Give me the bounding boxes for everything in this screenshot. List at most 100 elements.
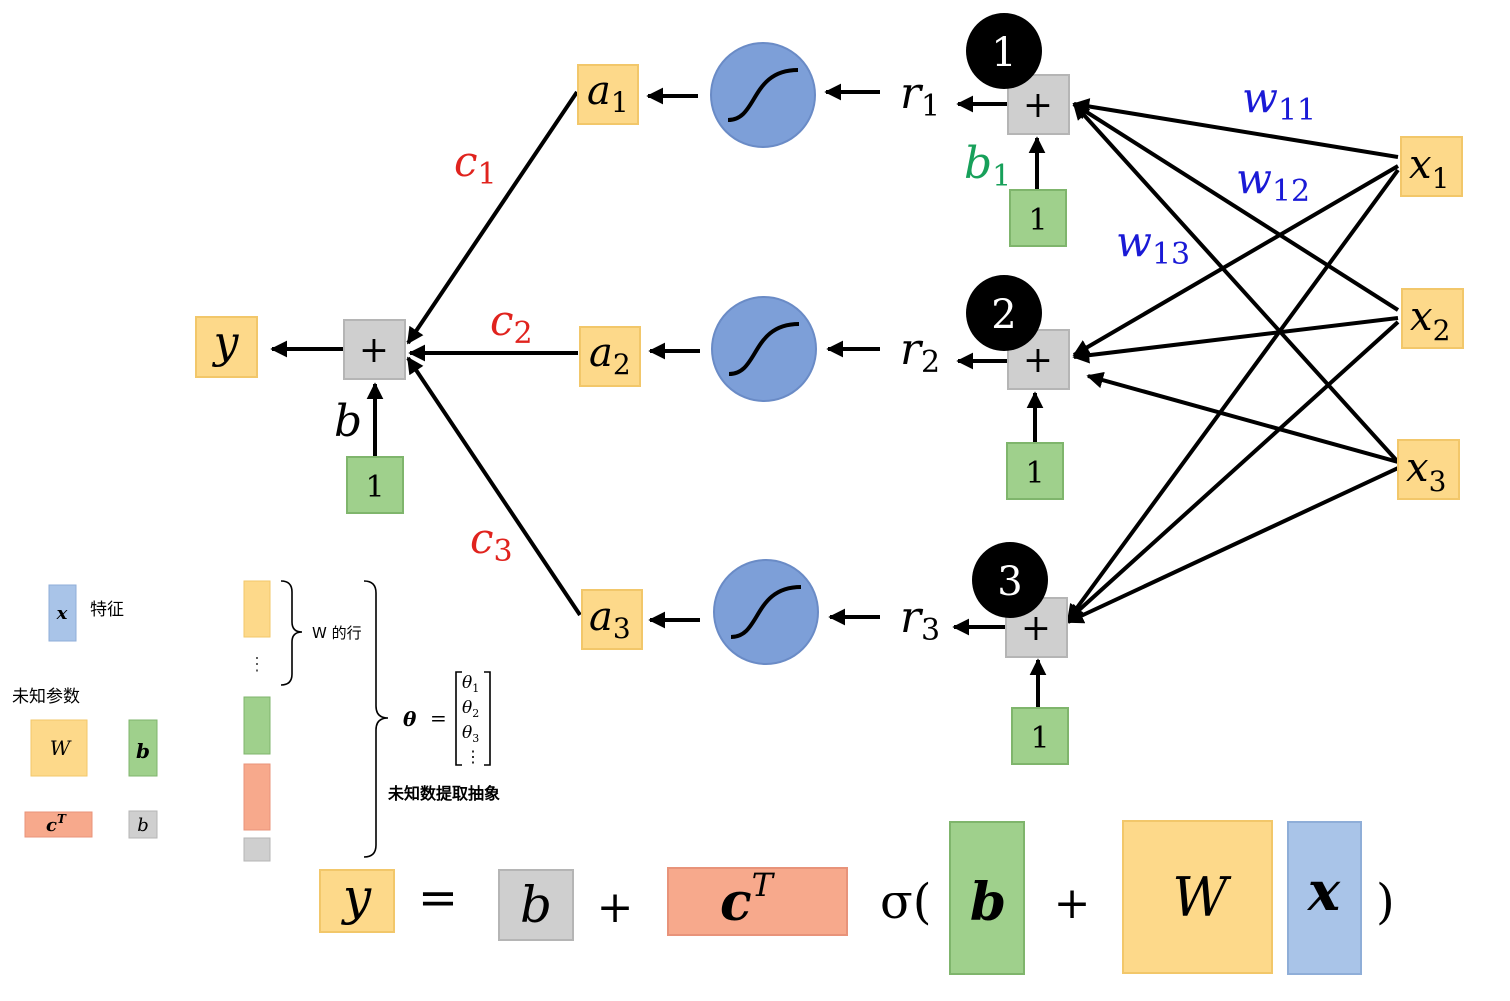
svg-text:x1: x1 (1409, 142, 1449, 195)
c-label-3: c3 (470, 514, 513, 569)
bias-input-3: 1 (1011, 707, 1069, 765)
output-sum-node: + (343, 319, 406, 380)
eq-equals: = (418, 870, 458, 926)
weight-label-w13: w13 (1116, 217, 1190, 272)
edge-x2-sum3 (1066, 320, 1400, 622)
legend-W-symbol: W (50, 736, 72, 760)
svg-text:+: + (1023, 340, 1053, 381)
eq-sigma: σ( (880, 874, 932, 930)
svg-text:3: 3 (997, 559, 1022, 605)
svg-text:+: + (359, 330, 389, 371)
eq-b: b (520, 876, 552, 934)
eq-plus-2: + (1054, 878, 1091, 929)
eq-b-vec: b (970, 872, 1006, 933)
theta-vector-bracket-left (455, 671, 462, 766)
eq-plus-1: + (597, 882, 634, 933)
forward-arrows (270, 83, 1047, 708)
output-bias-label: b (334, 396, 362, 447)
r-label-3: r3 (900, 592, 940, 648)
legend-W-swatch (30, 719, 88, 777)
r-label-1: r1 (900, 68, 940, 124)
matrix-equation: y = b + cT σ( b + W x ) (319, 820, 1395, 975)
eq-W: W (1172, 866, 1232, 929)
theta-vector-1: θ1 (462, 673, 479, 695)
svg-text:a2: a2 (589, 330, 631, 381)
eq-b-vec-box (949, 821, 1025, 975)
eq-close-paren: ) (1376, 874, 1395, 930)
eq-x-box (1287, 821, 1362, 975)
weight-label-w11: w11 (1242, 73, 1316, 128)
sigmoid-node-2 (711, 296, 817, 402)
edge-x2-sum1 (1072, 102, 1400, 312)
eq-cT-box (667, 867, 848, 936)
activation-node-a3: a3 (581, 589, 643, 650)
brace-theta (363, 580, 389, 858)
svg-text:1: 1 (1025, 456, 1044, 491)
svg-text:2: 2 (991, 292, 1016, 338)
svg-text:a1: a1 (587, 68, 629, 119)
svg-text:x2: x2 (1410, 294, 1450, 347)
legend-b-swatch (128, 719, 158, 777)
activation-node-a2: a2 (579, 326, 641, 387)
neuron-badge-1: 1 (966, 13, 1042, 89)
svg-text:+: + (1021, 608, 1051, 649)
c-label-1: c1 (454, 137, 497, 192)
theta-vector-2: θ2 (462, 698, 479, 720)
legend-b-scalar-symbol: b (137, 815, 149, 836)
theta-vector-dots: ⋮ (465, 747, 481, 766)
bias-label-b1: b1 (964, 138, 1011, 194)
theta-stack-W-rows (243, 580, 271, 638)
bias-input-1: 1 (1009, 189, 1067, 247)
input-node-x1: x1 (1400, 136, 1463, 197)
arrow-a3-outsum (406, 356, 582, 617)
theta-vector-3: θ3 (462, 723, 479, 745)
legend-b-scalar-swatch (128, 810, 158, 839)
theta-stack-cT (243, 763, 271, 831)
svg-text:1: 1 (1030, 721, 1049, 756)
neuron-badge-3: 3 (972, 542, 1048, 618)
w-rows-label: W 的行 (312, 624, 362, 642)
legend-cT-swatch (24, 811, 93, 838)
bias-input-2: 1 (1006, 442, 1064, 500)
theta-caption: 未知数提取抽象 (387, 784, 500, 803)
output-node-y: y (195, 316, 258, 378)
svg-text:1: 1 (1028, 203, 1047, 238)
theta-stack-dots: ⋮ (248, 654, 266, 675)
edge-x3-sum2 (1086, 371, 1399, 464)
legend-cT-symbol: cT (46, 812, 67, 836)
eq-b-box (498, 869, 574, 941)
svg-text:+: + (1023, 85, 1053, 126)
svg-text:a3: a3 (589, 594, 631, 645)
weight-label-w12: w12 (1236, 154, 1310, 209)
legend-feature-symbol: x (56, 603, 68, 624)
theta-stack-b (243, 696, 271, 755)
neuron-badge-2: 2 (966, 275, 1042, 351)
edge-x3-sum3 (1066, 466, 1399, 624)
svg-text:1: 1 (365, 470, 384, 505)
theta-equals: = (430, 706, 447, 730)
legend: x 特征 未知参数 W b cT b (12, 584, 158, 839)
sigmoid-node-3 (713, 559, 819, 665)
output-bias-input: 1 (346, 456, 404, 514)
eq-W-box (1122, 820, 1273, 974)
svg-text:1: 1 (991, 30, 1016, 76)
input-node-x3: x3 (1397, 439, 1460, 500)
legend-feature-label: 特征 (90, 600, 124, 620)
edge-x1-sum2 (1072, 164, 1400, 357)
c-label-2: c2 (490, 296, 533, 351)
theta-stack: ⋮ W 的行 θ = θ1 θ2 θ3 ⋮ 未知数提取抽象 (243, 580, 500, 862)
edge-x1-sum1 (1072, 98, 1399, 159)
input-node-x2: x2 (1401, 288, 1464, 349)
legend-unknown-params-title: 未知参数 (12, 687, 80, 707)
theta-vector-bracket-right (484, 671, 491, 766)
svg-text:x3: x3 (1406, 445, 1446, 498)
eq-y-box (319, 869, 395, 933)
eq-cT: cT (720, 866, 776, 933)
eq-y: y (341, 868, 372, 926)
theta-stack-b-scalar (243, 837, 271, 862)
activation-node-a1: a1 (577, 64, 639, 125)
sigmoid-node-1 (710, 42, 816, 148)
legend-feature-swatch (48, 584, 77, 642)
edge-x3-sum1 (1072, 102, 1400, 464)
